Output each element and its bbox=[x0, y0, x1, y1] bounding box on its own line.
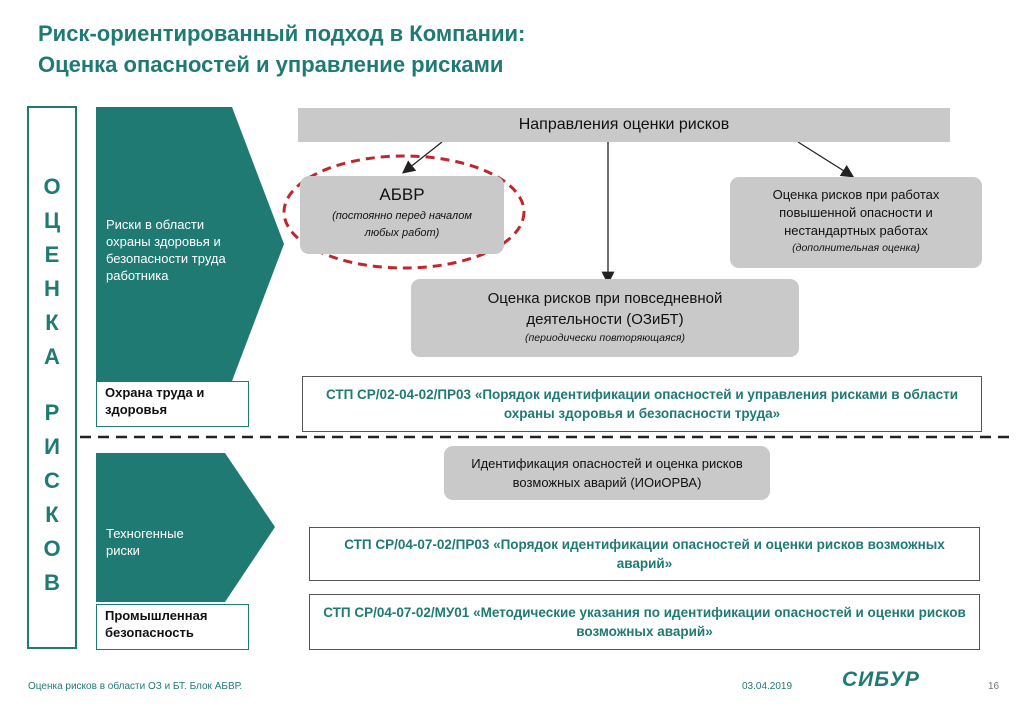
vertical-letter: О bbox=[43, 536, 61, 561]
daily-activities-subtitle: (периодически повторяющаяся) bbox=[525, 332, 685, 344]
vertical-label-box: О Ц Е Н К А Р И С К О В bbox=[27, 106, 77, 649]
top-arrow-text: Риски в области охраны здоровья и безопа… bbox=[106, 217, 226, 283]
bottom-section-label: Промышленная безопасность bbox=[96, 604, 249, 650]
vertical-letter: К bbox=[45, 310, 59, 335]
vertical-letter: С bbox=[44, 468, 60, 493]
ioorva-box: Идентификация опасностей и оценка рисков… bbox=[444, 446, 770, 500]
top-arrow-shape bbox=[96, 107, 284, 381]
abvr-box: АБВР (постоянно перед началом любых рабо… bbox=[300, 176, 504, 254]
hazard-works-box: Оценка рисков при работах повышенной опа… bbox=[730, 177, 982, 268]
risk-directions-header: Направления оценки рисков bbox=[298, 108, 950, 142]
title-line-2: Оценка опасностей и управление рисками bbox=[38, 52, 504, 77]
vertical-letter: И bbox=[44, 434, 60, 459]
vertical-letter: А bbox=[44, 344, 60, 369]
page-title: Риск-ориентированный подход в Компании: … bbox=[38, 18, 938, 80]
vertical-letter: Р bbox=[44, 400, 60, 425]
vertical-letter: Н bbox=[44, 276, 60, 301]
arrow-to-hazard bbox=[797, 141, 855, 178]
footer-caption: Оценка рисков в области ОЗ и БТ. Блок АБ… bbox=[28, 681, 243, 692]
abvr-subtitle: (постоянно перед началом любых работ) bbox=[332, 210, 472, 239]
title-line-1: Риск-ориентированный подход в Компании: bbox=[38, 21, 526, 46]
standard-doc-1: СТП СР/02-04-02/ПР03 «Порядок идентифика… bbox=[302, 376, 982, 432]
hazard-works-title: Оценка рисков при работах повышенной опа… bbox=[772, 187, 940, 238]
page-number: 16 bbox=[988, 681, 1000, 692]
daily-activities-box: Оценка рисков при повседневной деятельно… bbox=[411, 279, 799, 357]
bottom-arrow-text: Техногенные риски bbox=[106, 526, 184, 558]
daily-activities-title: Оценка рисков при повседневной деятельно… bbox=[487, 290, 723, 328]
vertical-letter: Ц bbox=[43, 208, 61, 233]
standard-doc-3: СТП СР/04-07-02/МУ01 «Методические указа… bbox=[309, 594, 980, 650]
bottom-arrow-shape bbox=[96, 453, 275, 602]
standard-doc-2: СТП СР/04-07-02/ПР03 «Порядок идентифика… bbox=[309, 527, 980, 581]
vertical-letter: К bbox=[45, 502, 59, 527]
abvr-title: АБВР bbox=[379, 185, 425, 204]
abvr-highlight-ellipse bbox=[282, 154, 526, 270]
vertical-letter: О bbox=[43, 174, 61, 199]
vertical-letter: Е bbox=[44, 242, 60, 267]
footer-date: 03.04.2019 bbox=[742, 681, 793, 692]
arrow-to-abvr bbox=[401, 141, 443, 174]
vertical-letter: В bbox=[44, 570, 60, 595]
hazard-works-subtitle: (дополнительная оценка) bbox=[792, 242, 920, 254]
company-logo: СИБУР bbox=[842, 668, 920, 691]
top-section-label: Охрана труда и здоровья bbox=[96, 381, 249, 427]
